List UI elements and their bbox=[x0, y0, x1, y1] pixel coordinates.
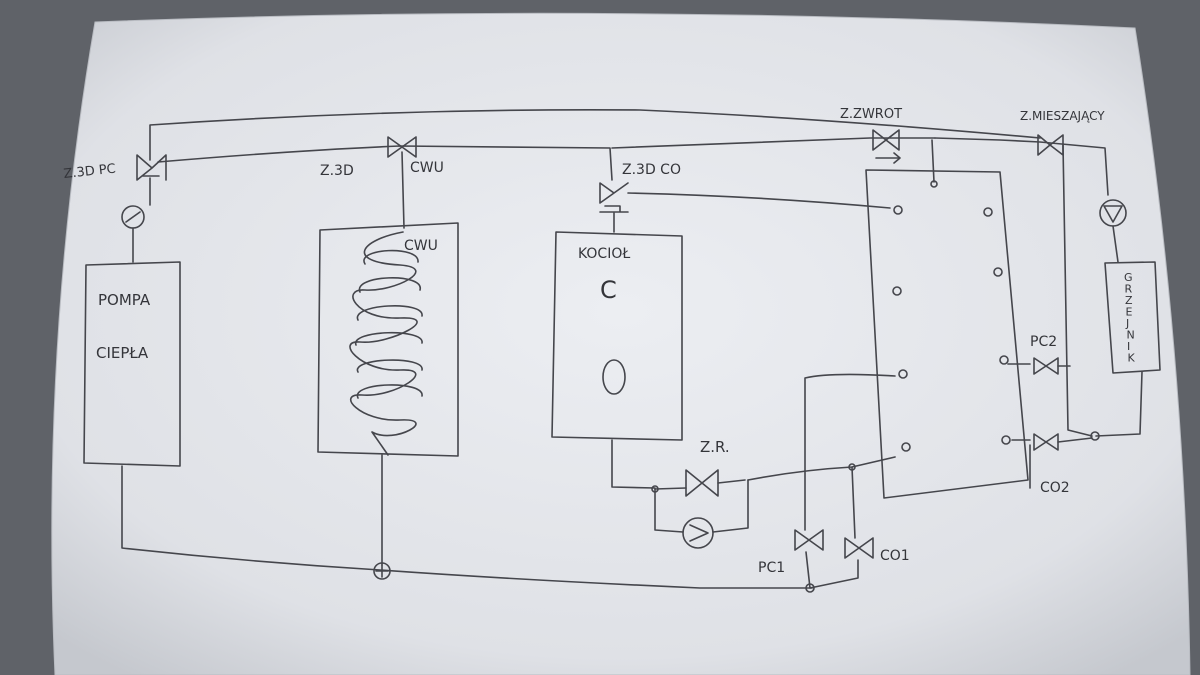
boiler-box bbox=[551, 231, 683, 441]
label-kociol: KOCIOŁ bbox=[578, 246, 630, 262]
grzejnik-letter: I bbox=[1127, 340, 1130, 353]
pump-return bbox=[373, 562, 391, 580]
label-pompa: POMPA bbox=[98, 291, 151, 309]
pump-to-radiator bbox=[1112, 225, 1119, 263]
boiler-o-shape bbox=[602, 359, 626, 395]
label-pc1: PC1 bbox=[758, 560, 785, 576]
pc1-riser bbox=[804, 373, 896, 531]
cwu-coil-loops bbox=[355, 249, 423, 399]
paper-sheet bbox=[51, 12, 1191, 675]
label-zawor-3d-pc: Z.3D PC bbox=[63, 162, 117, 182]
zr-line bbox=[654, 479, 746, 490]
boiler-return bbox=[611, 439, 656, 489]
zwrot-drop bbox=[931, 139, 935, 183]
grzejnik-letter: J bbox=[1125, 317, 1129, 330]
label-zawor-mieszajacy: Z.MIESZAJĄCY bbox=[1020, 109, 1105, 123]
grzejnik-letter: K bbox=[1128, 352, 1136, 365]
radiator-return bbox=[1095, 371, 1143, 437]
valve-pc2 bbox=[1007, 357, 1071, 375]
pump-bypass bbox=[682, 517, 714, 549]
label-zawor-3d-cwu: Z.3D bbox=[320, 163, 354, 179]
buffer-tank bbox=[865, 169, 1029, 499]
zwrot-line bbox=[611, 137, 936, 149]
label-kociol-c: C bbox=[600, 276, 617, 304]
co-to-buffer bbox=[627, 192, 891, 209]
valve-pc1 bbox=[794, 529, 824, 551]
heat-pump-box bbox=[83, 261, 181, 467]
valve-co2 bbox=[1011, 433, 1093, 451]
bypass bbox=[654, 479, 749, 533]
label-cwu-pipe: CWU bbox=[410, 160, 444, 176]
supply-main bbox=[149, 108, 1041, 161]
valve-3d-pc bbox=[136, 154, 167, 181]
grzejnik-letter: N bbox=[1127, 329, 1135, 342]
radiator-box bbox=[1104, 261, 1161, 374]
grzejnik-letter: R bbox=[1125, 283, 1133, 296]
hp-return bbox=[121, 465, 813, 589]
bottom-return bbox=[805, 551, 859, 589]
cwu-coil bbox=[349, 231, 418, 456]
grzejnik-letter: G bbox=[1124, 271, 1133, 284]
cwu-drop bbox=[401, 151, 405, 229]
valve-zwrot bbox=[872, 129, 901, 164]
label-pc2: PC2 bbox=[1030, 334, 1057, 350]
label-zawor-3d-co: Z.3D CO bbox=[622, 162, 681, 178]
valve-co1 bbox=[844, 537, 874, 559]
mixing-line bbox=[934, 137, 1109, 196]
cwu-co-line bbox=[157, 145, 613, 181]
label-co2: CO2 bbox=[1040, 480, 1070, 496]
label-co1: CO1 bbox=[880, 548, 910, 564]
cwu-tank bbox=[317, 222, 459, 457]
mix-down bbox=[1062, 144, 1093, 437]
grzejnik-letter: E bbox=[1126, 306, 1133, 319]
label-cwu-tank: CWU bbox=[404, 238, 438, 254]
grzejnik-letter: Z bbox=[1125, 294, 1133, 307]
valve-3d-cwu bbox=[387, 136, 417, 158]
label-zawor-zr: Z.R. bbox=[700, 438, 730, 456]
label-ciepla: CIEPŁA bbox=[96, 344, 149, 362]
co1-riser bbox=[851, 466, 856, 539]
label-zawor-zwrot: Z.ZWROT bbox=[840, 107, 902, 122]
valve-3d-co bbox=[599, 182, 629, 213]
